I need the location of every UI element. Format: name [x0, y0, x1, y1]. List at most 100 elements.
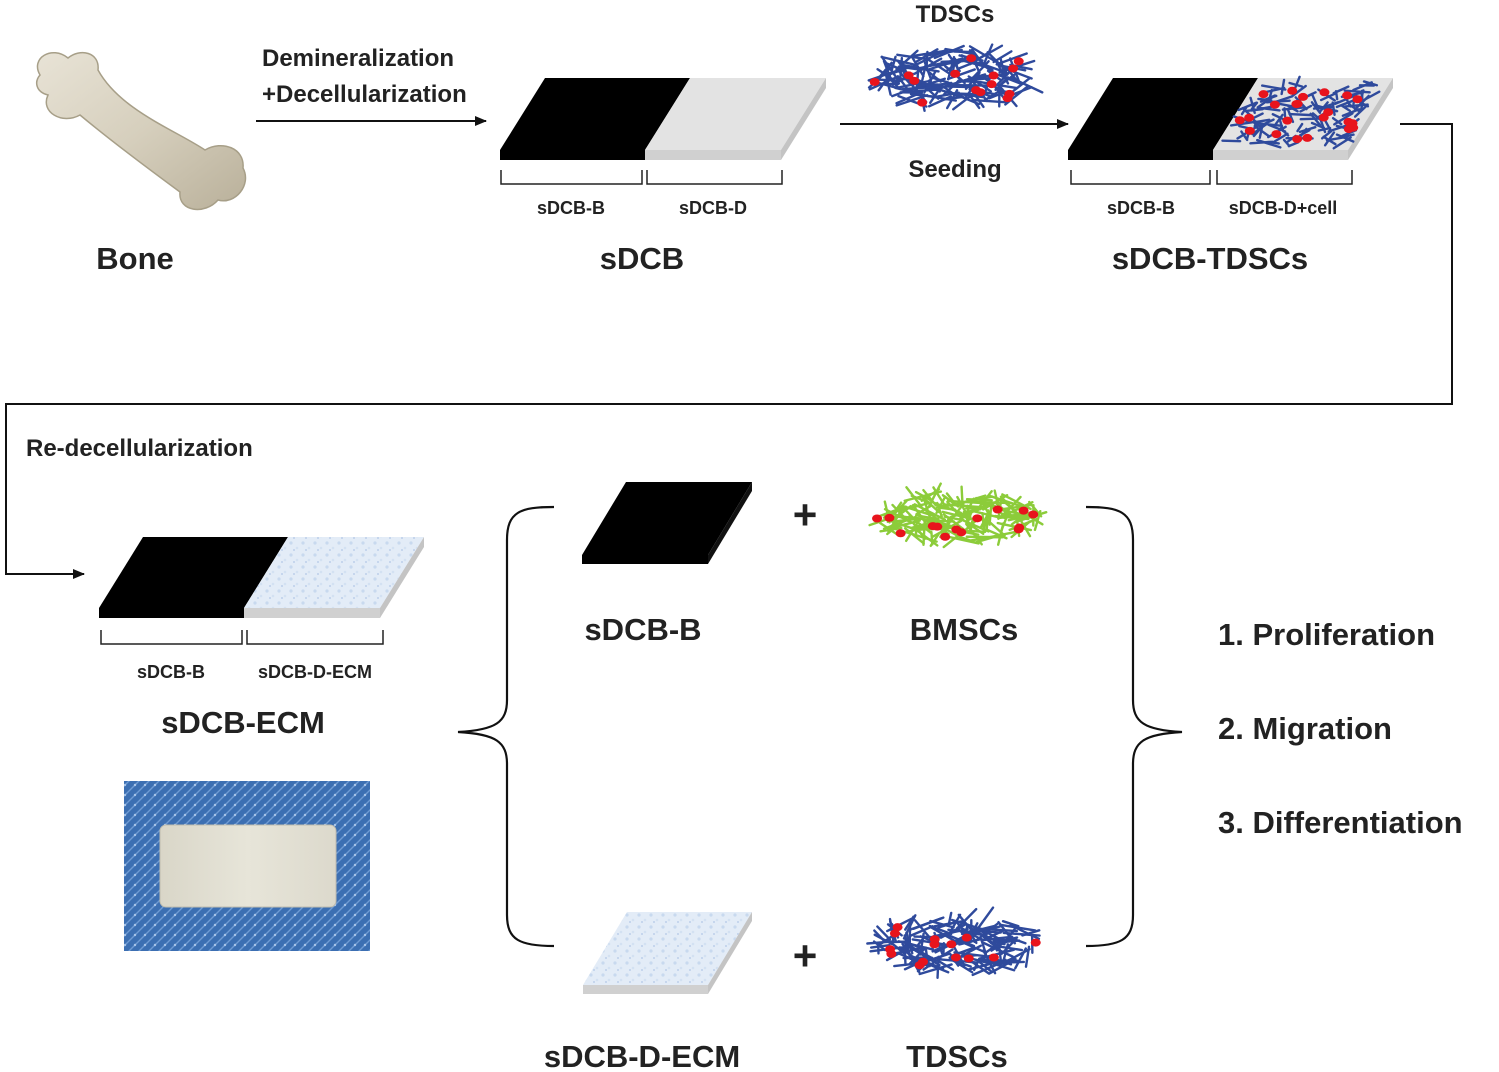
cell-fiber — [941, 510, 979, 522]
cell-fiber — [993, 489, 999, 503]
cell-fiber — [936, 948, 954, 960]
outcome-proliferation: 1. Proliferation — [1218, 617, 1435, 652]
cell-fiber — [998, 515, 1021, 519]
bone-label: Bone — [96, 241, 174, 276]
cell-fiber — [942, 503, 984, 509]
cell-nucleus — [917, 98, 928, 107]
sdcb-b-label: sDCB-B — [537, 198, 605, 218]
cell-fiber — [981, 61, 995, 75]
cell-fiber — [937, 80, 961, 90]
cell-fiber — [915, 504, 932, 516]
cell-fiber — [891, 504, 912, 522]
cell-nucleus — [895, 529, 906, 538]
cell-fiber — [1007, 936, 1027, 945]
cell-fiber — [915, 514, 938, 521]
cell-fiber — [929, 919, 955, 929]
bracket-sdcb-d-ecm — [246, 630, 384, 645]
bracket-sdcb-d — [646, 170, 783, 185]
scaffold-ecm-segment — [244, 537, 424, 608]
cell-nucleus — [1342, 91, 1353, 100]
cell-fiber — [876, 68, 901, 85]
cell-fiber — [911, 49, 949, 58]
cell-fiber — [1229, 120, 1258, 127]
cell-nucleus — [889, 929, 900, 938]
sdcb-d-cell-label: sDCB-D+cell — [1229, 198, 1338, 218]
cell-fiber — [981, 941, 1014, 958]
step-decellularization-label: +Decellularization — [262, 81, 467, 108]
cell-nucleus — [1014, 523, 1025, 532]
sdcb-ecm-label: sDCB-ECM — [161, 705, 325, 740]
cell-fiber — [1359, 90, 1381, 104]
sdcb-b-block — [582, 482, 752, 564]
cell-fiber — [981, 511, 986, 533]
cell-fiber — [910, 55, 925, 78]
plus-sign-bottom: + — [793, 932, 818, 979]
cell-nucleus — [885, 945, 896, 954]
cell-nucleus — [1271, 130, 1282, 139]
cell-fiber — [978, 932, 1002, 952]
scaffold-bone-segment — [1068, 78, 1258, 150]
cell-fiber — [943, 515, 963, 521]
sdcb-d-label: sDCB-D — [679, 198, 747, 218]
cell-fiber — [1283, 107, 1287, 118]
bracket-sdcb-b-2 — [1070, 170, 1211, 185]
sdcb-d-ecm-combo-label: sDCB-D-ECM — [544, 1039, 740, 1072]
cell-fiber — [996, 69, 1013, 86]
cell-fiber — [968, 94, 981, 110]
cell-nucleus — [963, 954, 974, 963]
cell-fiber — [1003, 513, 1030, 517]
cell-fiber — [909, 92, 936, 98]
sdcb-ecm-scaffold — [99, 537, 424, 618]
cell-fiber — [1264, 94, 1278, 101]
cell-nucleus — [929, 940, 940, 949]
cell-nucleus — [1318, 113, 1329, 122]
cell-nucleus — [950, 953, 961, 962]
cell-nucleus — [988, 953, 999, 962]
cell-fiber — [982, 43, 994, 67]
cell-nucleus — [946, 940, 957, 949]
cell-fiber — [979, 958, 1016, 972]
cell-nucleus — [1234, 116, 1245, 125]
cell-fiber — [1237, 101, 1258, 112]
tdsc-cell-cluster-bottom — [866, 906, 1041, 980]
cell-nucleus — [1302, 133, 1313, 142]
bracket-sdcb-d-cell — [1216, 170, 1353, 185]
cell-fiber — [999, 73, 1016, 86]
cell-fiber — [902, 914, 917, 940]
cell-fiber — [1001, 493, 1032, 511]
cell-fiber — [971, 98, 1009, 104]
cell-fiber — [1009, 76, 1044, 94]
cell-fiber — [997, 956, 1016, 965]
cell-fiber — [927, 95, 953, 108]
sdcb-scaffold — [500, 78, 826, 160]
cell-fiber — [896, 59, 910, 76]
cell-fiber — [909, 925, 934, 937]
cell-fiber — [966, 507, 974, 523]
cell-fiber — [993, 937, 1014, 942]
cell-nucleus — [1028, 510, 1039, 519]
cell-fiber — [1335, 133, 1355, 143]
cell-fiber — [1271, 113, 1284, 121]
cell-fiber — [891, 83, 925, 98]
cell-nucleus — [940, 532, 951, 541]
cell-fiber — [1251, 122, 1269, 136]
cell-fiber — [890, 55, 897, 71]
cell-nucleus — [1347, 119, 1358, 128]
cell-nucleus — [892, 923, 903, 932]
cell-fiber — [895, 49, 919, 71]
cell-nucleus — [1030, 938, 1041, 947]
sdcb-d-ecm-block — [583, 912, 752, 994]
cell-fiber — [1288, 112, 1314, 117]
outcome-migration: 2. Migration — [1218, 711, 1392, 746]
cell-fiber — [890, 519, 921, 530]
cell-fiber — [963, 494, 987, 504]
cell-nucleus — [927, 522, 938, 531]
scaffold-bone-segment — [500, 78, 690, 150]
cell-nucleus — [961, 933, 972, 942]
cell-fiber — [1001, 920, 1020, 928]
cell-fiber — [995, 52, 1028, 66]
cell-fiber — [1002, 931, 1041, 937]
cell-fiber — [1267, 123, 1287, 133]
cell-fiber — [971, 60, 990, 79]
